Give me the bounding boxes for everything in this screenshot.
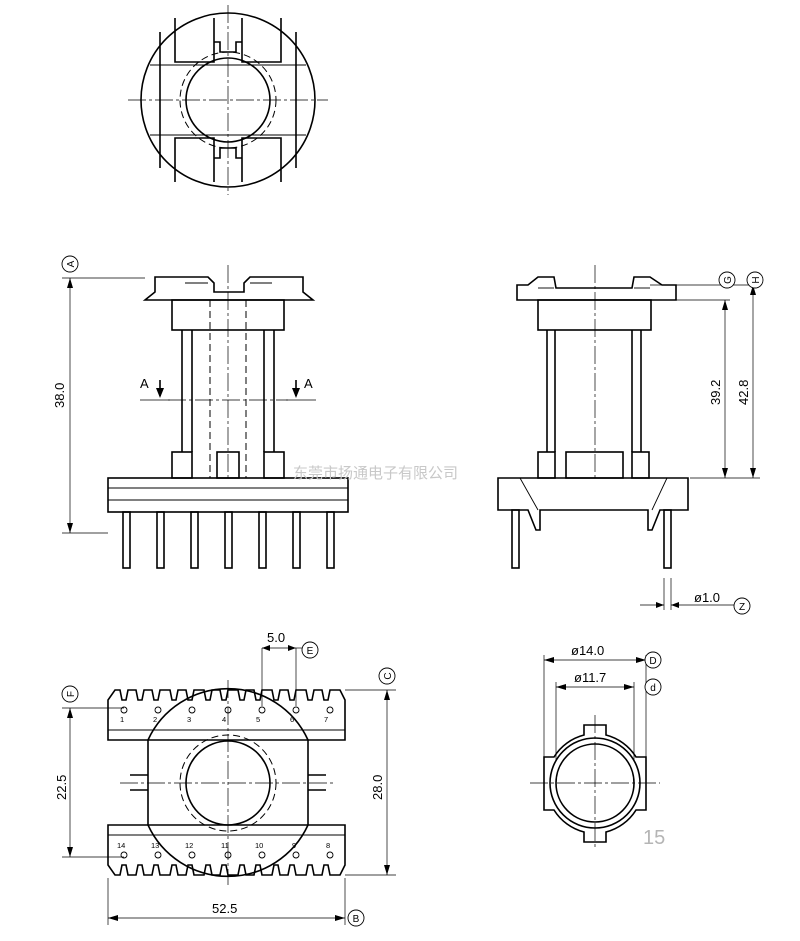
dim-pitch: 5.0 [267,630,285,645]
callout-z: Z [739,602,745,613]
side-view: 39.2 42.8 G H ø1.0 Z [497,265,764,615]
callout-g: G [723,276,734,284]
pin-number: 8 [326,841,330,850]
dim-outer-diameter: ø14.0 [571,643,604,658]
pin-number: 7 [324,715,328,724]
dim-height-b: 42.8 [736,380,751,405]
section-mark-left: A [140,376,149,391]
dim-pad-distance: 22.5 [54,775,69,800]
dim-pin-diameter: ø1.0 [694,590,720,605]
callout-e: E [307,646,314,657]
dim-width-depth: 28.0 [370,775,385,800]
bottom-view: 1 2 3 4 5 6 7 14 13 12 11 10 9 8 5.0 E [54,630,396,927]
pin-holes-bottom [120,851,334,859]
pin-number: 12 [185,841,193,850]
section-mark-right: A [304,376,313,391]
dim-overall-height: 38.0 [52,383,67,408]
callout-d-lower: d [650,683,656,694]
section-view: ø14.0 D ø11.7 d [530,643,662,850]
pin-number: 9 [292,841,296,850]
pin-number: 4 [222,715,226,724]
pin-number: 11 [221,841,229,850]
callout-c: C [383,672,394,679]
pin-number: 2 [153,715,157,724]
pin-numbers-bottom: 14 13 12 11 10 9 8 [117,841,330,850]
pin-number: 14 [117,841,125,850]
callout-h: H [751,276,762,283]
page-number: 15 [643,827,665,849]
pin-number: 1 [120,715,124,724]
callout-d-upper: D [649,656,656,667]
dim-inner-diameter: ø11.7 [574,670,606,685]
pin-number: 3 [187,715,191,724]
watermark: 东莞市扬通电子有限公司 [293,464,458,482]
pin-number: 5 [256,715,260,724]
front-view: A A 38.0 A [52,255,349,569]
dim-length: 52.5 [212,901,237,916]
callout-b: B [353,914,360,925]
pin-holes-top [120,706,334,714]
callout-a: A [66,260,77,267]
dim-height-a: 39.2 [708,380,723,405]
pin-number: 6 [290,715,294,724]
pin-numbers-top: 1 2 3 4 5 6 7 [120,715,328,724]
callout-f: F [66,691,77,697]
front-view-pins [122,511,335,569]
pin-number: 10 [255,841,263,850]
pin-number: 13 [151,841,159,850]
top-view [128,5,328,195]
